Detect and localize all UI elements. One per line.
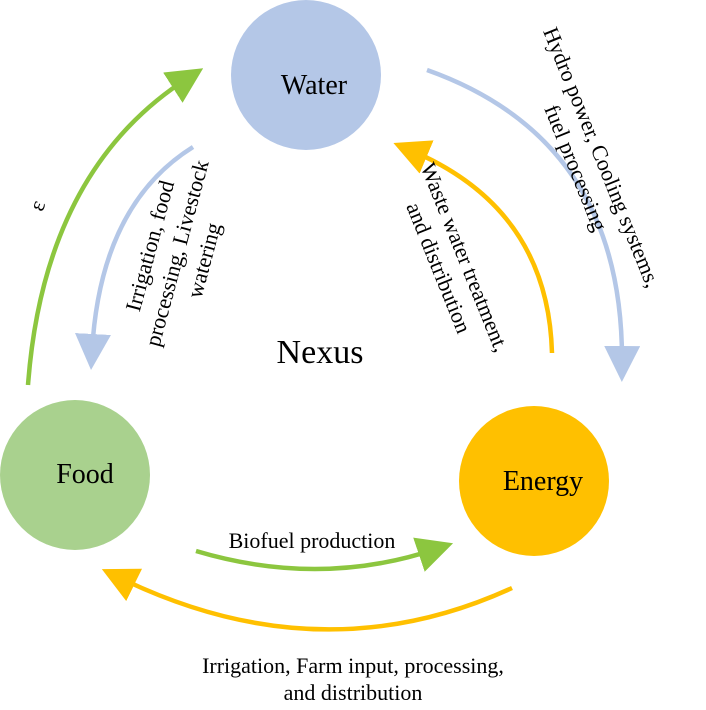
water-label: Water xyxy=(281,70,348,101)
energy-node xyxy=(459,406,609,556)
energy-label: Energy xyxy=(503,466,583,497)
energy-to-food-label-line2: and distribution xyxy=(284,680,423,705)
food-to-energy-arrow xyxy=(195,537,454,572)
food-label: Food xyxy=(56,459,114,490)
nexus-label: Nexus xyxy=(277,334,364,371)
water-to-food-label: Irrigation, food processing, Livestock w… xyxy=(120,157,226,349)
energy-to-food-label-line1: Irrigation, Farm input, processing, xyxy=(202,653,504,678)
food-to-water-label: ε xyxy=(24,197,51,214)
water-to-food-arrow xyxy=(75,145,195,370)
energy-to-water-arrow xyxy=(393,140,555,354)
food-to-water-arrow xyxy=(25,68,204,386)
energy-to-food-arrow xyxy=(101,568,513,632)
food-node xyxy=(0,400,150,550)
water-node xyxy=(231,0,381,150)
water-to-energy-arrow xyxy=(426,67,641,382)
water-to-energy-label: Hydro power, Cooling systems, fuel proce… xyxy=(538,23,665,290)
food-to-energy-label: Biofuel production xyxy=(229,528,396,553)
energy-to-water-label: Waste water treatment, and distribution xyxy=(401,159,514,355)
